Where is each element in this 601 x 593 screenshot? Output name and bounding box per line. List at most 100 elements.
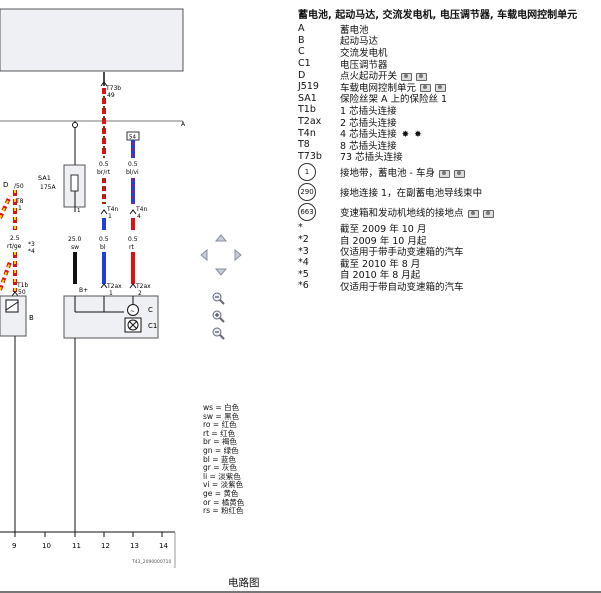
column-number: 10 [42, 542, 51, 550]
column-number: 9 [12, 542, 16, 550]
svg-text:0.5: 0.5 [128, 161, 138, 168]
legend-desc: 起动马达 [340, 36, 379, 48]
alternator-symbol [127, 304, 139, 316]
svg-text:sw: sw [71, 244, 79, 251]
legend-desc: 2 芯插头连接 [340, 117, 397, 129]
svg-text:4: 4 [137, 213, 141, 220]
svg-text:*3: *3 [28, 241, 35, 248]
column-number: 12 [101, 542, 110, 550]
wire-red-size: 0.5 [99, 161, 109, 168]
svg-text:2: 2 [138, 290, 142, 297]
t1b-label: T1b [16, 282, 28, 289]
svg-text:/50: /50 [14, 183, 24, 190]
svg-text:0.5: 0.5 [128, 236, 138, 243]
pan-down-icon[interactable] [214, 268, 228, 276]
sa1-label: SA1 [38, 174, 51, 182]
legend-row: C 交流发电机 [298, 46, 598, 59]
legend-code: T1b [298, 104, 316, 116]
c1-label: C1 [148, 322, 157, 330]
legend-desc: 截至 2010 年 8 月 [340, 258, 421, 270]
legend-desc: 车载电网控制单元 [340, 82, 417, 94]
zoom-in-icon[interactable] [211, 309, 225, 323]
legend-code: T2ax [298, 116, 322, 128]
pan-left-icon[interactable] [200, 248, 208, 262]
legend-desc: 蓄电池 [340, 24, 369, 36]
camera-icon[interactable] [420, 84, 432, 93]
wire-color-entry: br = 褐色 [203, 437, 237, 447]
camera-icon[interactable] [438, 169, 450, 178]
camera-icon[interactable] [416, 72, 428, 81]
doc-id: T43_2090000710 [131, 559, 171, 565]
legend-code: B [298, 34, 305, 46]
column-number: 11 [72, 542, 81, 550]
svg-text:rt/ge: rt/ge [7, 243, 22, 250]
legend-title: 蓄电池, 起动马达, 交流发电机, 电压调节器, 车载电网控制单元 [298, 10, 578, 21]
svg-text:54: 54 [129, 135, 136, 141]
legend-code: C [298, 46, 305, 58]
zoom-out-icon[interactable] [211, 291, 225, 305]
svg-text:2.5: 2.5 [10, 235, 20, 242]
zoom-fit-icon[interactable] [211, 326, 225, 340]
wire-color-entry: rt = 红色 [203, 428, 236, 438]
t4n-a-label: T4n [106, 206, 118, 213]
legend-code: *3 [298, 245, 309, 257]
legend-desc: 交流发电机 [340, 47, 388, 59]
wire-color-entry: ge = 黄色 [203, 488, 239, 498]
camera-icon[interactable] [482, 209, 494, 218]
legend-code: *2 [298, 234, 309, 246]
svg-text:50: 50 [18, 289, 26, 296]
legend-desc: 电压调节器 [340, 59, 388, 71]
legend-code: * [298, 222, 303, 234]
connector-icon[interactable]: ✸ [401, 130, 410, 141]
sa1-rating: 175A [40, 184, 56, 191]
wire-color-entry: ro = 红色 [203, 420, 237, 430]
svg-text:bl/vi: bl/vi [126, 169, 139, 176]
t73b-pin: 49 [107, 92, 115, 99]
svg-text:0.5: 0.5 [99, 236, 109, 243]
wiring-diagram: A T73b 49 0.5 br/rt 54 0.5 bl/vi T4n 1 T… [0, 8, 186, 568]
control-unit-j519-box [0, 8, 184, 72]
wire-color-entry: bl = 蓝色 [203, 454, 236, 464]
c-label: C [148, 306, 153, 314]
svg-text:*4: *4 [28, 248, 35, 255]
legend-desc: 1 芯插头连接 [340, 105, 397, 117]
legend-row: T1b 1 芯插头连接 [298, 104, 598, 117]
camera-icon[interactable] [401, 72, 413, 81]
wire-color-entry: ws = 白色 [203, 403, 240, 412]
camera-icon[interactable] [435, 84, 447, 93]
wire-color-entry: gn = 绿色 [203, 445, 239, 455]
wire-color-entry: vi = 淡紫色 [203, 480, 244, 490]
legend-desc: 接地连接 1，在副蓄电池导线束中 [340, 188, 483, 200]
connector-icon[interactable]: ✸ [414, 130, 422, 141]
legend-code: T4n [298, 127, 316, 139]
legend-desc: 保险丝架 A 上的保险丝 1 [340, 94, 448, 106]
pan-right-icon[interactable] [234, 248, 242, 262]
legend-desc: 仅适用于带自动变速箱的汽车 [340, 281, 464, 293]
camera-icon[interactable] [467, 209, 479, 218]
camera-icon[interactable] [453, 169, 465, 178]
svg-text:1: 1 [108, 213, 112, 220]
ground-symbol-icon: 1 [298, 163, 316, 182]
svg-text:~: ~ [130, 308, 135, 315]
legend-code: *5 [298, 268, 309, 280]
svg-text:B+: B+ [79, 287, 88, 294]
pan-up-icon[interactable] [214, 234, 228, 242]
legend-code: D [298, 69, 306, 81]
column-number: 13 [130, 542, 139, 550]
t4n-b-label: T4n [135, 206, 147, 213]
legend-desc: 截至 2009 年 10 月 [340, 223, 427, 235]
